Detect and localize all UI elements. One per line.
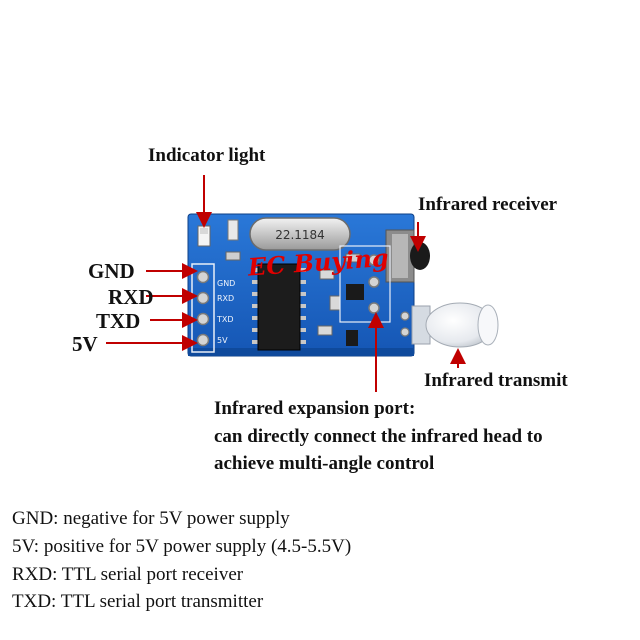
- crystal-label: 22.1184: [275, 228, 325, 242]
- description-gnd: GND: negative for 5V power supply: [12, 508, 290, 529]
- pin-5v: [196, 333, 210, 347]
- expansion-pad-3: [368, 302, 380, 314]
- pin-gnd: [196, 270, 210, 284]
- crystal-oscillator: [249, 217, 351, 251]
- description-txd: TXD: TTL serial port transmitter: [12, 591, 264, 612]
- label-5v: 5V: [72, 332, 98, 356]
- ir-led-transmitter: [411, 302, 499, 348]
- silk-gnd: GND: [217, 279, 235, 288]
- label-gnd: GND: [88, 259, 135, 283]
- label-expansion-line3: achieve multi-angle control: [214, 453, 435, 474]
- expansion-pad-2: [368, 276, 380, 288]
- label-infrared-receiver: Infrared receiver: [418, 194, 558, 215]
- silk-5v: 5V: [217, 336, 228, 345]
- label-infrared-transmit: Infrared transmit: [424, 370, 568, 391]
- description-5v: 5V: positive for 5V power supply (4.5-5.…: [12, 536, 352, 557]
- description-rxd: RXD: TTL serial port receiver: [12, 564, 244, 585]
- ic-chip: [252, 263, 306, 351]
- label-indicator-light: Indicator light: [148, 145, 266, 166]
- silk-rxd: RXD: [217, 294, 234, 303]
- label-expansion-line1: Infrared expansion port:: [214, 398, 416, 419]
- label-expansion-line2: can directly connect the infrared head t…: [214, 426, 543, 447]
- label-rxd: RXD: [108, 285, 154, 309]
- pin-rxd: [196, 291, 210, 305]
- silk-txd: TXD: [216, 315, 234, 324]
- label-txd: TXD: [96, 309, 141, 333]
- pin-txd: [196, 312, 210, 326]
- expansion-pad-1: [368, 254, 380, 266]
